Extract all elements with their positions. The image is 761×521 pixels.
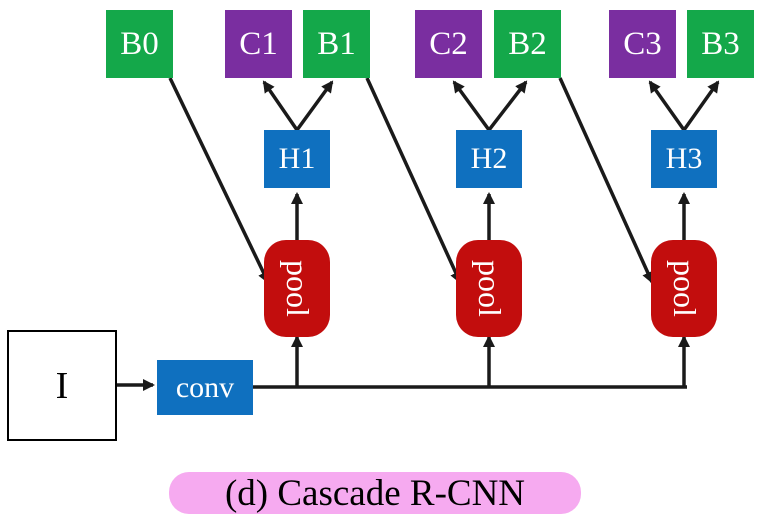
node-b3: B3 xyxy=(687,10,754,78)
node-c1: C1 xyxy=(225,10,292,78)
node-b1: B1 xyxy=(303,10,370,78)
arrow-b1-to-pool2 xyxy=(365,77,462,284)
node-conv: conv xyxy=(157,360,253,415)
node-h2: H2 xyxy=(456,130,522,188)
figure-caption: (d) Cascade R-CNN xyxy=(169,472,581,514)
pool1-label: pool xyxy=(279,260,316,317)
arrow-b2-to-pool3 xyxy=(558,77,654,284)
node-c3: C3 xyxy=(609,10,676,78)
pool3-label: pool xyxy=(666,260,703,317)
node-c2: C2 xyxy=(415,10,482,78)
arrow-h1-to-b1 xyxy=(295,80,334,132)
node-b0: B0 xyxy=(106,10,173,78)
node-input-image: I xyxy=(7,330,117,441)
node-pool3: pool xyxy=(651,240,717,337)
pool2-label: pool xyxy=(471,260,508,317)
node-pool2: pool xyxy=(456,240,522,337)
arrow-h3-to-b3 xyxy=(682,80,720,132)
arrow-h2-to-c2 xyxy=(452,80,491,132)
node-h1: H1 xyxy=(264,130,330,188)
arrow-b0-to-pool1 xyxy=(168,77,270,284)
arrow-h1-to-c1 xyxy=(262,80,299,131)
node-b2: B2 xyxy=(494,10,561,78)
node-pool1: pool xyxy=(264,240,330,337)
node-h3: H3 xyxy=(651,130,717,188)
arrow-h2-to-b2 xyxy=(487,80,528,132)
arrow-h3-to-c3 xyxy=(648,80,686,132)
